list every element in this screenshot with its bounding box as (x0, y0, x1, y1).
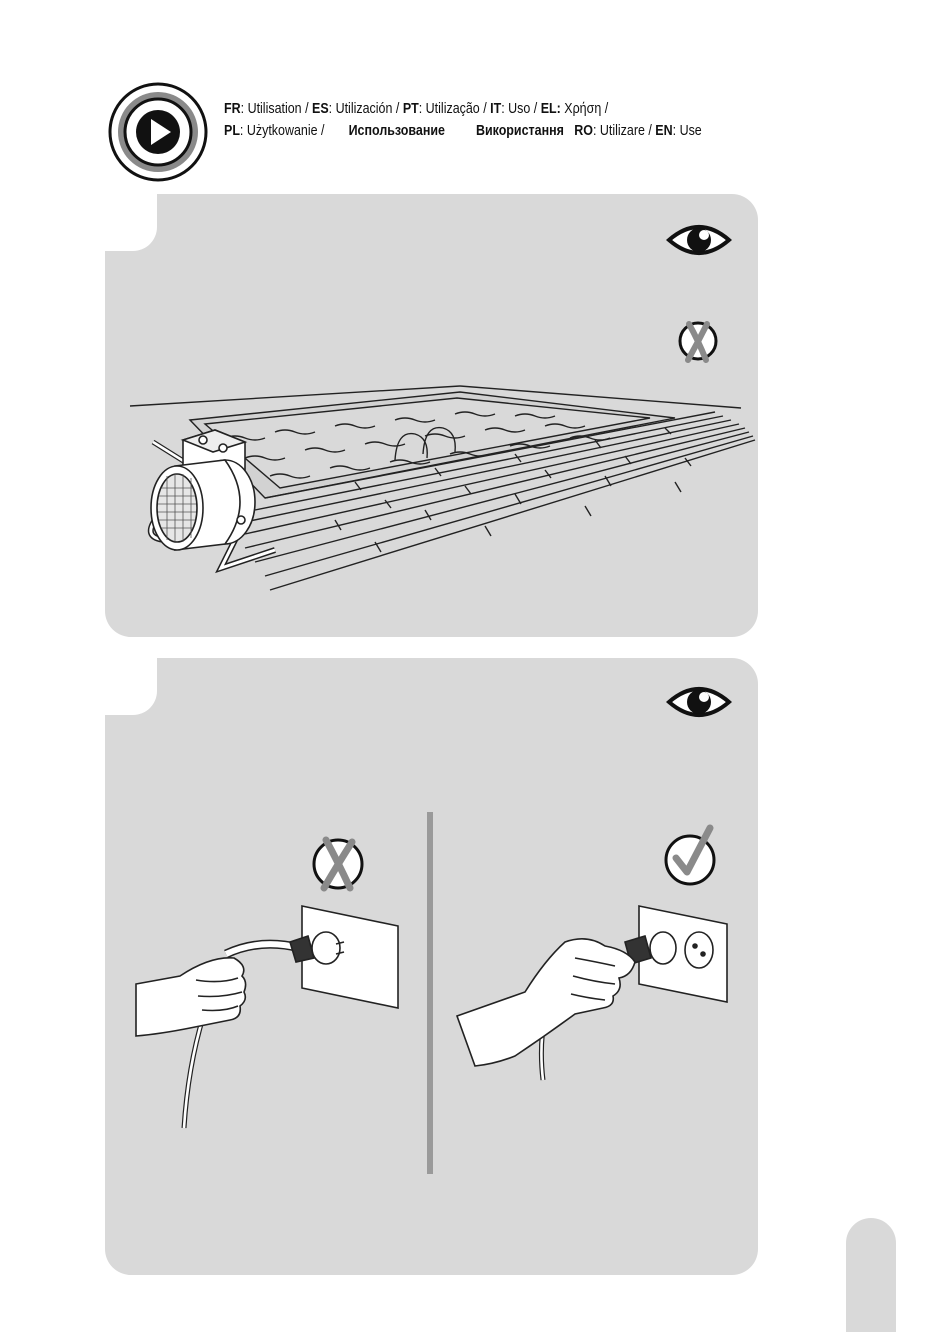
panel-divider (427, 812, 433, 1174)
panel-notch (105, 194, 157, 251)
unplug-by-plug-illustration (455, 896, 745, 1096)
play-icon (108, 82, 208, 182)
unplug-by-cord-illustration (130, 896, 410, 1136)
check-icon (662, 824, 718, 888)
eye-icon (666, 220, 732, 260)
page-tab (846, 1218, 896, 1332)
panel-notch (105, 658, 157, 715)
eye-icon (666, 682, 732, 722)
heater-near-pool-illustration (105, 370, 758, 600)
header-line-1: FR: Utilisation / ES: Utilización / PT: … (224, 98, 702, 120)
header-languages: FR: Utilisation / ES: Utilización / PT: … (224, 98, 702, 142)
cross-icon (310, 832, 366, 892)
cross-icon (676, 316, 720, 364)
